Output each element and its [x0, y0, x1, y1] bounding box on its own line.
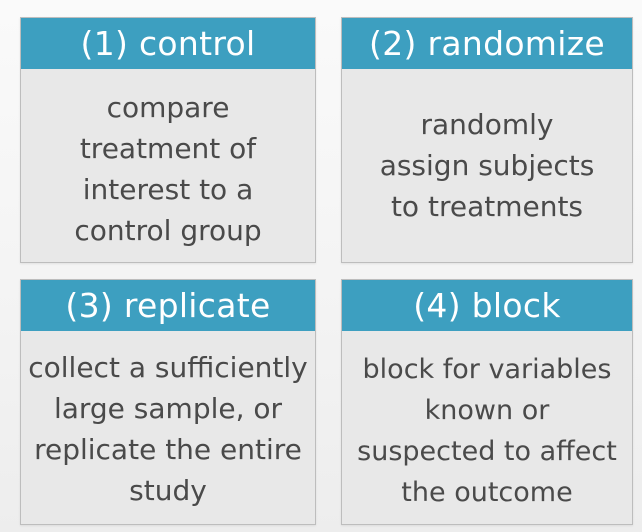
card-replicate-title: (3) replicate [21, 280, 315, 331]
card-control-title: (1) control [21, 18, 315, 69]
card-block-line-4: the outcome [401, 476, 573, 508]
card-replicate-line-1: collect a sufficiently [28, 350, 308, 384]
card-randomize-title: (2) randomize [342, 18, 632, 69]
card-block-title: (4) block [342, 280, 632, 331]
card-block: (4) block block for variables known or s… [341, 279, 633, 525]
card-control-line-1: compare [106, 90, 230, 124]
card-replicate-line-4: study [129, 473, 207, 507]
card-control-line-3: interest to a [82, 172, 254, 206]
card-control-line-2: treatment of [79, 131, 257, 165]
card-block-text: block for variables known or suspected t… [357, 349, 617, 513]
card-replicate-text: collect a sufficiently large sample, or … [28, 347, 308, 511]
card-replicate-body: collect a sufficiently large sample, or … [21, 331, 315, 524]
card-randomize-line-1: randomly [420, 108, 554, 141]
card-randomize-line-3: to treatments [390, 190, 584, 223]
card-randomize-text: randomly assign subjects to treatments [380, 104, 595, 227]
card-block-line-1: block for variables [362, 353, 612, 385]
card-replicate-line-2: large sample, or [53, 391, 283, 425]
card-control-text: compare treatment of interest to a contr… [74, 87, 261, 251]
card-control-line-4: control group [74, 213, 262, 247]
card-block-line-2: known or [424, 394, 550, 426]
card-randomize-line-2: assign subjects [379, 149, 595, 182]
card-control-body: compare treatment of interest to a contr… [21, 69, 315, 262]
card-control: (1) control compare treatment of interes… [20, 17, 316, 263]
card-replicate-line-3: replicate the entire [34, 432, 302, 466]
card-block-body: block for variables known or suspected t… [342, 331, 632, 524]
card-randomize: (2) randomize randomly assign subjects t… [341, 17, 633, 263]
card-replicate: (3) replicate collect a sufficiently lar… [20, 279, 316, 525]
card-block-line-3: suspected to affect [357, 435, 617, 467]
card-randomize-body: randomly assign subjects to treatments [342, 69, 632, 262]
